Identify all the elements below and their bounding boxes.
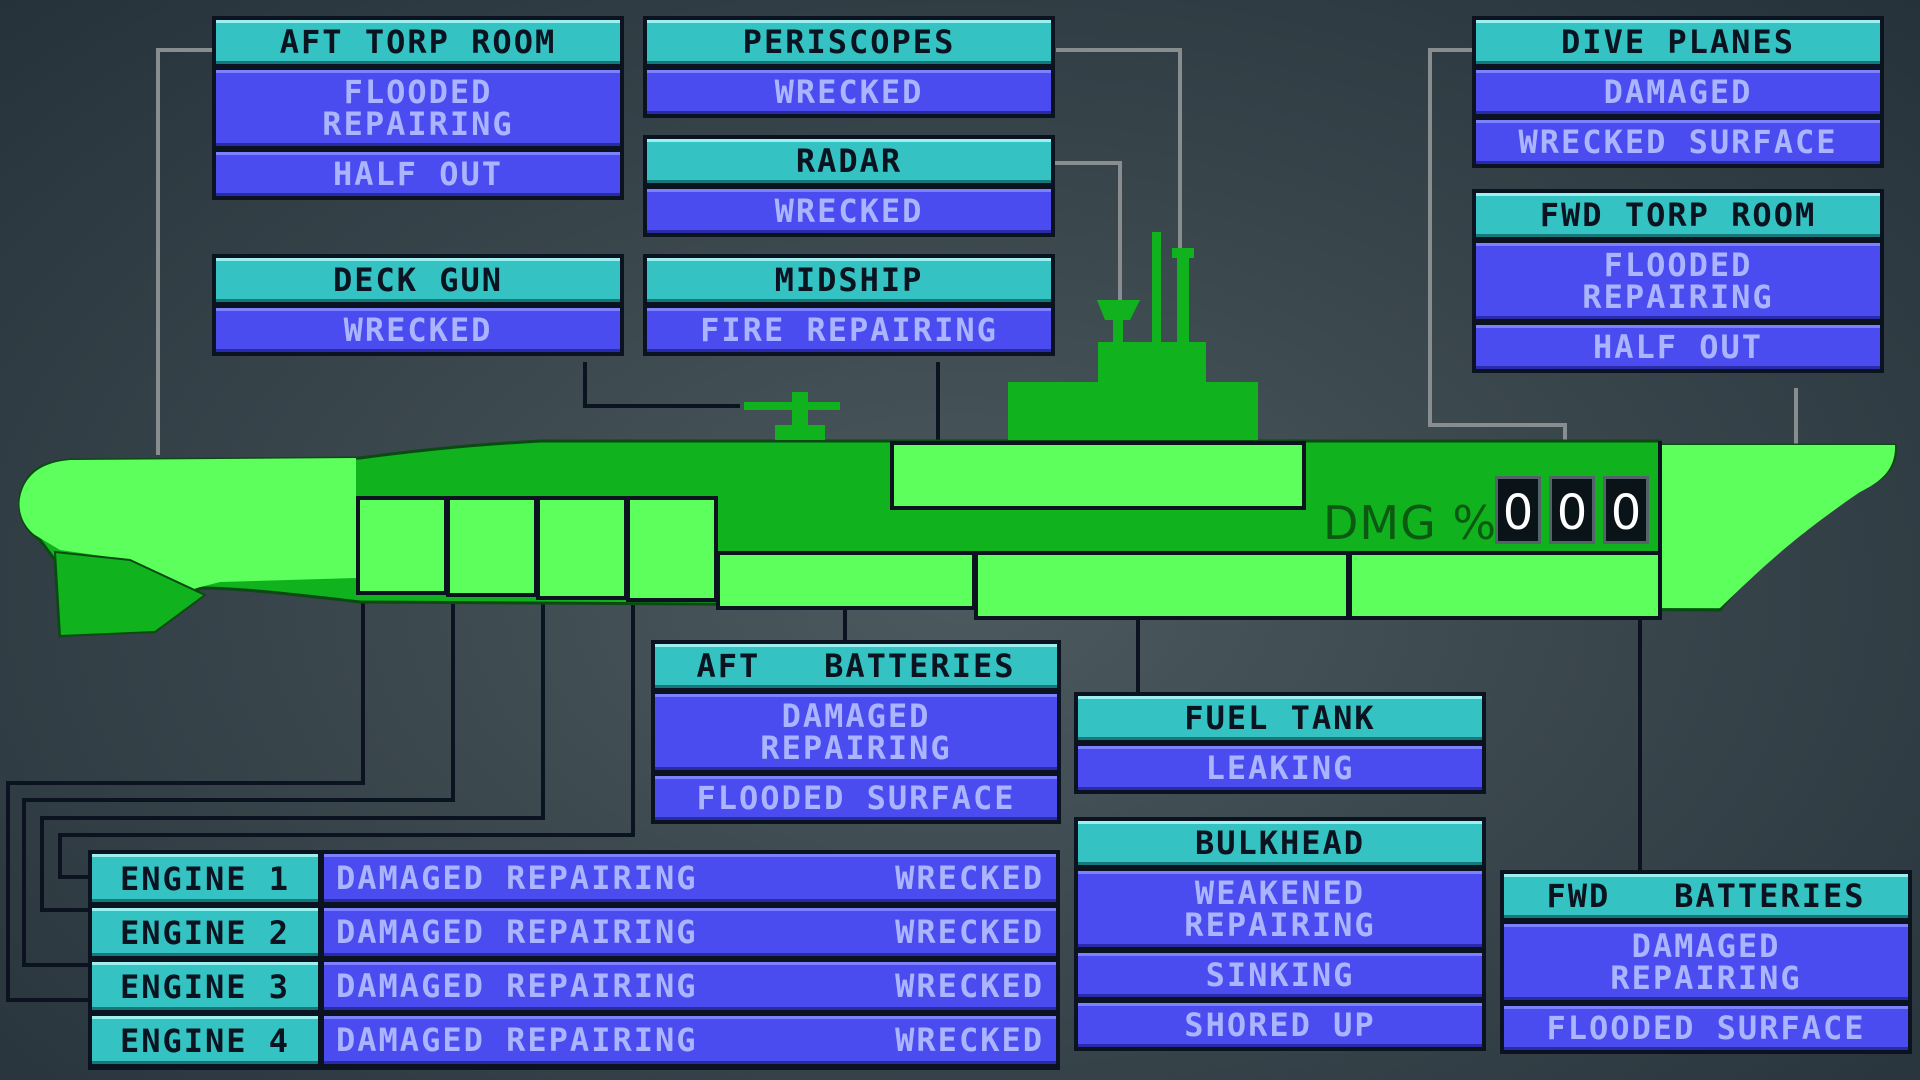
- engines-panel[interactable]: ENGINE 1 DAMAGED REPAIRING WRECKED ENGIN…: [88, 850, 1060, 1070]
- engine-4-label: ENGINE 4: [92, 1016, 318, 1064]
- periscope-2-cap: [1172, 248, 1194, 258]
- bulkhead-status-3: SHORED UP: [1078, 1003, 1482, 1047]
- bulkhead-panel[interactable]: BULKHEAD WEAKENED REPAIRING SINKING SHOR…: [1074, 817, 1486, 1051]
- deck-gun-panel[interactable]: DECK GUN WRECKED: [212, 254, 624, 356]
- fwd-torp-room-status-2: HALF OUT: [1476, 325, 1880, 369]
- aft-torp-room-status-2: HALF OUT: [216, 152, 620, 196]
- radar-dish: [1097, 300, 1140, 320]
- fuel-tank-panel[interactable]: FUEL TANK LEAKING: [1074, 692, 1486, 794]
- fwd-batteries-status: DAMAGED REPAIRING: [1504, 924, 1908, 1000]
- periscopes-title: PERISCOPES: [647, 20, 1051, 64]
- connector-lines: [156, 48, 1798, 455]
- aft-section: [19, 458, 356, 600]
- fwd-torp-room-panel[interactable]: FWD TORP ROOM FLOODED REPAIRING HALF OUT: [1472, 189, 1884, 373]
- damage-digit-tens: 0: [1549, 476, 1595, 544]
- engine-1-label: ENGINE 1: [92, 854, 318, 902]
- periscope-1: [1152, 232, 1161, 344]
- radar-status: WRECKED: [647, 189, 1051, 233]
- fwd-torp-room-status: FLOODED REPAIRING: [1476, 243, 1880, 319]
- engine-2-status: DAMAGED REPAIRING WRECKED: [324, 908, 1056, 956]
- bulkhead-status-2: SINKING: [1078, 953, 1482, 997]
- dive-planes-status: DAMAGED: [1476, 70, 1880, 114]
- engine-4-state: WRECKED: [895, 1021, 1044, 1059]
- aft-batteries-panel[interactable]: AFT BATTERIES DAMAGED REPAIRING FLOODED …: [651, 640, 1061, 824]
- dive-planes-status-2: WRECKED SURFACE: [1476, 120, 1880, 164]
- engine-compartment-1: [356, 496, 448, 595]
- engine-2-repair-status: DAMAGED REPAIRING: [336, 913, 698, 951]
- engine-4-repair-status: DAMAGED REPAIRING: [336, 1021, 698, 1059]
- periscopes-panel[interactable]: PERISCOPES WRECKED: [643, 16, 1055, 118]
- connector-lines-dark: [6, 362, 1642, 1002]
- damage-digit-ones: 0: [1603, 476, 1649, 544]
- fuel-tank-title: FUEL TANK: [1078, 696, 1482, 740]
- deck-gun-title: DECK GUN: [216, 258, 620, 302]
- fwd-batteries-title: FWD BATTERIES: [1504, 874, 1908, 918]
- fwd-batteries-panel[interactable]: FWD BATTERIES DAMAGED REPAIRING FLOODED …: [1500, 870, 1912, 1054]
- engine-3-state: WRECKED: [895, 967, 1044, 1005]
- engine-compartment-3: [536, 496, 628, 600]
- conning-tower-top: [1098, 342, 1206, 384]
- midship-title: MIDSHIP: [647, 258, 1051, 302]
- midship-status: FIRE REPAIRING: [647, 308, 1051, 352]
- fwd-batteries-compartment: [1348, 551, 1662, 620]
- dive-planes-panel[interactable]: DIVE PLANES DAMAGED WRECKED SURFACE: [1472, 16, 1884, 168]
- damage-digit-hundreds: 0: [1495, 476, 1541, 544]
- fuel-tank-compartment: [974, 551, 1350, 620]
- engine-compartment-4: [626, 496, 718, 602]
- damage-percent-label: DMG %: [1323, 496, 1498, 550]
- aft-batteries-title: AFT BATTERIES: [655, 644, 1057, 688]
- engine-3-label: ENGINE 3: [92, 962, 318, 1010]
- radar-mast: [1113, 305, 1123, 342]
- aft-batteries-status-2: FLOODED SURFACE: [655, 776, 1057, 820]
- bow-section: [1662, 445, 1896, 608]
- radar-title: RADAR: [647, 139, 1051, 183]
- fuel-tank-status: LEAKING: [1078, 746, 1482, 790]
- aft-batteries-compartment: [716, 551, 976, 610]
- aft-torp-room-title: AFT TORP ROOM: [216, 20, 620, 64]
- deck-gun-status: WRECKED: [216, 308, 620, 352]
- fwd-batteries-status-2: FLOODED SURFACE: [1504, 1006, 1908, 1050]
- aft-torp-room-status: FLOODED REPAIRING: [216, 70, 620, 146]
- deck-gun-mount: [792, 392, 808, 434]
- engine-1-state: WRECKED: [895, 859, 1044, 897]
- aft-batteries-status: DAMAGED REPAIRING: [655, 694, 1057, 770]
- radar-panel[interactable]: RADAR WRECKED: [643, 135, 1055, 237]
- periscope-2: [1177, 250, 1189, 344]
- aft-torp-room-panel[interactable]: AFT TORP ROOM FLOODED REPAIRING HALF OUT: [212, 16, 624, 200]
- midship-compartment: [890, 441, 1306, 510]
- bulkhead-status: WEAKENED REPAIRING: [1078, 871, 1482, 947]
- bulkhead-title: BULKHEAD: [1078, 821, 1482, 865]
- dive-planes-title: DIVE PLANES: [1476, 20, 1880, 64]
- conning-tower-base: [1008, 382, 1258, 440]
- engine-3-repair-status: DAMAGED REPAIRING: [336, 967, 698, 1005]
- rudder: [53, 550, 207, 638]
- engine-4-status: DAMAGED REPAIRING WRECKED: [324, 1016, 1056, 1064]
- deck-gun-base: [775, 425, 825, 440]
- engine-1-repair-status: DAMAGED REPAIRING: [336, 859, 698, 897]
- fwd-torp-room-title: FWD TORP ROOM: [1476, 193, 1880, 237]
- periscopes-status: WRECKED: [647, 70, 1051, 114]
- engine-3-status: DAMAGED REPAIRING WRECKED: [324, 962, 1056, 1010]
- engine-1-status: DAMAGED REPAIRING WRECKED: [324, 854, 1056, 902]
- submarine: [18, 232, 1897, 638]
- engine-compartment-2: [446, 496, 538, 597]
- engine-2-state: WRECKED: [895, 913, 1044, 951]
- midship-panel[interactable]: MIDSHIP FIRE REPAIRING: [643, 254, 1055, 356]
- engine-2-label: ENGINE 2: [92, 908, 318, 956]
